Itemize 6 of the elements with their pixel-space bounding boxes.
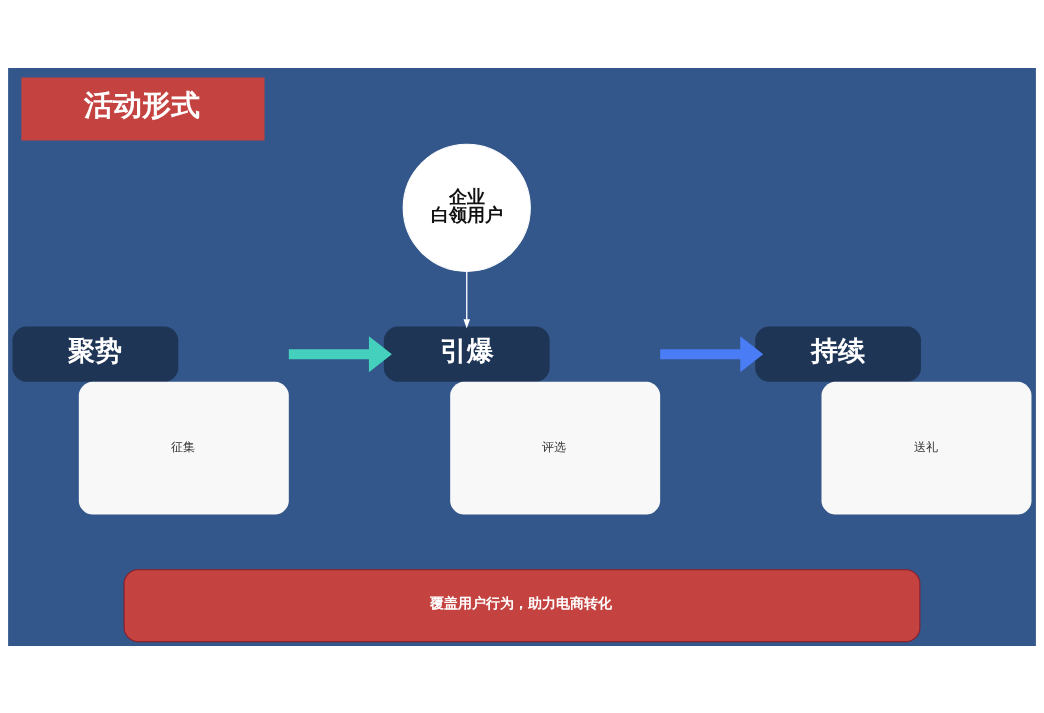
arrow (463, 270, 470, 329)
node-circle: 企业 白领用户 (402, 143, 531, 272)
diagram-title: 活动形式 (84, 87, 201, 122)
arrow (660, 335, 764, 372)
arrow (288, 335, 392, 372)
node-box: 覆盖用户行为，助力电商转化 (123, 568, 921, 642)
